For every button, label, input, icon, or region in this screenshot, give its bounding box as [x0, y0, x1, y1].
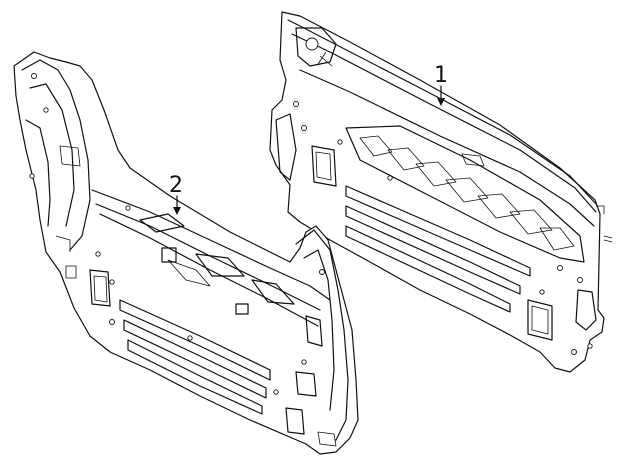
callout-1-arrowhead	[437, 98, 445, 106]
part-2-rear-panel	[13, 51, 359, 455]
part-1-rear-panel	[269, 11, 613, 373]
callout-2: 2	[169, 173, 183, 215]
callout-2-label: 2	[169, 173, 183, 198]
callout-1: 1	[434, 63, 448, 106]
callout-2-arrowhead	[173, 207, 181, 215]
callout-1-label: 1	[434, 63, 448, 88]
